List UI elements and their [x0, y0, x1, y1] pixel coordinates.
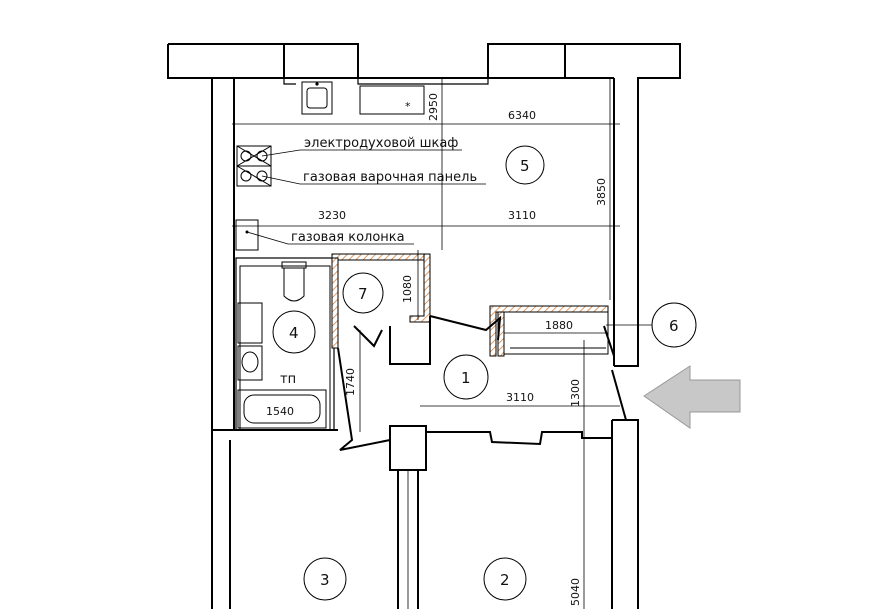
dim-5040: 5040 [569, 578, 582, 606]
hob-icon [236, 165, 272, 187]
toilet-icon [281, 261, 307, 269]
partitions [331, 253, 609, 357]
closet: 1880 [503, 311, 609, 355]
dimension-values: 6340 2950 3850 3230 3110 1080 1740 3110 … [318, 93, 608, 606]
dim-6340: 6340 [508, 109, 536, 122]
boiler-icon [235, 219, 259, 251]
bathroom: 1540 тп [235, 257, 335, 431]
dim-3850: 3850 [595, 178, 608, 206]
washbasin-icon [237, 345, 263, 381]
svg-text:*: * [405, 100, 411, 113]
windows [283, 78, 489, 85]
dim-3230: 3230 [318, 209, 346, 222]
room-2: 2 [500, 571, 510, 589]
column [389, 425, 427, 471]
dim-1300: 1300 [569, 379, 582, 407]
counter [359, 85, 425, 115]
hob-label: газовая варочная панель [303, 170, 477, 185]
room-markers: 5 7 4 1 6 3 2 [272, 145, 697, 601]
dim-3110-top: 3110 [508, 209, 536, 222]
dim-3110-bottom: 3110 [506, 391, 534, 404]
room-1: 1 [461, 369, 471, 387]
room-4: 4 [289, 324, 299, 342]
dim-1740: 1740 [344, 368, 357, 396]
entrance-arrow-icon [643, 365, 741, 429]
toilet-room-label: тп [280, 372, 296, 387]
room-7: 7 [358, 285, 368, 303]
room-5: 5 [520, 157, 530, 175]
dimension-lines [232, 78, 620, 609]
dim-1080: 1080 [401, 275, 414, 303]
oven-label: электродуховой шкаф [304, 136, 458, 151]
dim-2950: 2950 [427, 93, 440, 121]
callouts: электродуховой шкаф газовая варочная пан… [246, 136, 486, 245]
closet-dim: 1880 [545, 319, 573, 332]
kitchen-fixtures: * [235, 81, 425, 251]
room-6: 6 [669, 317, 679, 335]
bathtub-icon [237, 389, 327, 429]
sink-icon [301, 81, 333, 115]
room-3: 3 [320, 571, 330, 589]
bathtub-length: 1540 [266, 405, 294, 418]
interior-walls [337, 315, 627, 609]
boiler-label: газовая колонка [291, 230, 405, 245]
